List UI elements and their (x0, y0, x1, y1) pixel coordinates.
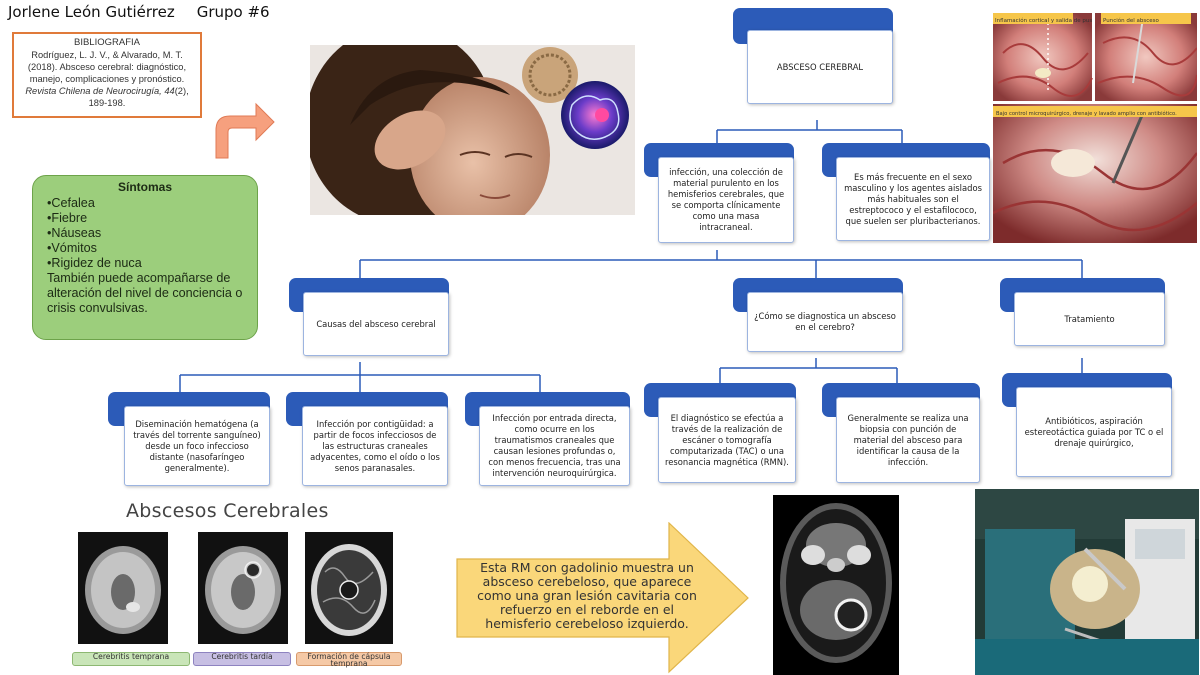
symptom-item: •Vómitos (47, 241, 97, 255)
node-frequency: Es más frecuente en el sexo masculino y … (822, 143, 990, 248)
bibliography-box: BIBLIOGRAFIA Rodríguez, L. J. V., & Alva… (12, 32, 202, 118)
node-definition-text: infección, una colección de material pur… (658, 157, 794, 243)
callout-text: Esta RM con gadolinio muestra un absceso… (477, 560, 697, 631)
cause-text: Diseminación hematógena (a través del to… (124, 406, 270, 486)
diagnosis-text: El diagnóstico se efectúa a través de la… (658, 397, 796, 483)
cause-text: Infección por entrada directa, como ocur… (479, 406, 630, 486)
node-cause-hematogenous: Diseminación hematógena (a través del to… (108, 392, 270, 492)
node-treatment-text: Tratamiento (1014, 292, 1165, 346)
node-causes-text: Causas del absceso cerebral (303, 292, 449, 356)
node-definition: infección, una colección de material pur… (644, 143, 794, 250)
node-frequency-text: Es más frecuente en el sexo masculino y … (836, 157, 990, 241)
node-diagnosis-imaging: El diagnóstico se efectúa a través de la… (644, 383, 796, 489)
bibliography-issue: (2), 189-198. (88, 86, 189, 108)
callout-arrow (456, 522, 749, 674)
ct-scan-image (773, 495, 899, 675)
surgery-caption-3: Bajo control microquirúrgico, drenaje y … (996, 110, 1177, 117)
symptoms-note: También puede acompañarse de alteración … (47, 271, 243, 315)
node-cause-direct: Infección por entrada directa, como ocur… (465, 392, 630, 492)
stage-label: Formación de cápsula temprana (296, 652, 402, 667)
symptom-item: •Náuseas (47, 226, 102, 240)
author-name: Jorlene León Gutiérrez (8, 3, 175, 21)
symptom-item: •Cefalea (47, 196, 95, 210)
node-root: ABSCESO CEREBRAL (733, 8, 893, 120)
stage-label: Cerebritis temprana (72, 652, 190, 666)
surgery-caption-2: Punción del absceso (1103, 17, 1159, 24)
node-diagnosis-text: ¿Cómo se diagnostica un absceso en el ce… (747, 292, 903, 352)
symptom-item: •Fiebre (47, 211, 88, 225)
operating-room-photo (975, 489, 1199, 675)
bibliography-heading: BIBLIOGRAFIA (74, 37, 140, 48)
symptom-item: •Rigidez de nuca (47, 256, 142, 270)
treatment-text: Antibióticos, aspiración estereotáctica … (1016, 387, 1172, 477)
symptoms-title: Síntomas (117, 180, 172, 194)
node-treatment-detail: Antibióticos, aspiración estereotáctica … (1002, 373, 1172, 483)
bent-arrow-icon (215, 102, 275, 159)
node-cause-contiguity: Infección por contigüidad: a partir de f… (286, 392, 448, 492)
node-root-text: ABSCESO CEREBRAL (747, 30, 893, 104)
diagnosis-text: Generalmente se realiza una biopsia con … (836, 397, 980, 483)
node-diagnosis-biopsy: Generalmente se realiza una biopsia con … (822, 383, 980, 489)
cause-text: Infección por contigüidad: a partir de f… (302, 406, 448, 486)
node-treatment: Tratamiento (1000, 278, 1165, 348)
mri-section-heading: Abscesos Cerebrales (126, 500, 329, 522)
bibliography-text: Rodríguez, L. J. V., & Alvarado, M. T. (… (27, 50, 187, 84)
mri-scan-capsule-formation (305, 532, 393, 644)
headache-photo (310, 45, 635, 215)
stage-label: Cerebritis tardía (193, 652, 291, 666)
node-diagnosis: ¿Cómo se diagnostica un absceso en el ce… (733, 278, 903, 358)
surgery-collage: Inflamación cortical y salida de pus Pun… (993, 13, 1197, 243)
node-causes: Causas del absceso cerebral (289, 278, 449, 362)
mri-scan-early-cerebritis (78, 532, 168, 644)
group-label: Grupo #6 (196, 3, 270, 21)
bibliography-journal: Revista Chilena de Neurocirugía, 44 (25, 86, 175, 96)
mri-scan-late-cerebritis (198, 532, 288, 644)
surgery-caption-1: Inflamación cortical y salida de pus (995, 17, 1092, 24)
symptoms-box: Síntomas •Cefalea •Fiebre •Náuseas •Vómi… (32, 175, 258, 340)
page-title: Jorlene León Gutiérrez Grupo #6 (8, 3, 270, 21)
